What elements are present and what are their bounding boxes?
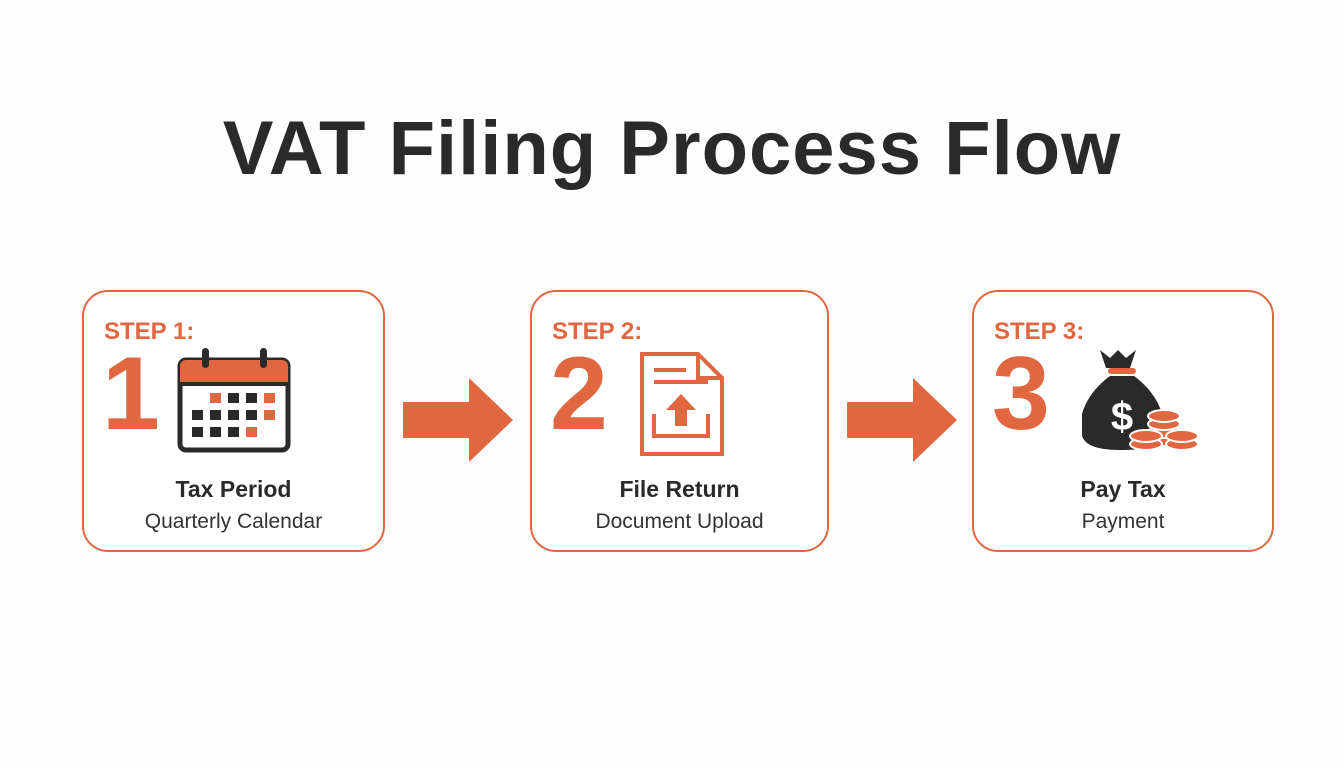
- step-number: 3: [992, 336, 1050, 452]
- step-title: Pay Tax: [1080, 476, 1166, 502]
- step-label: STEP 3:: [994, 318, 1085, 345]
- step-card-2: STEP 2: 2 File Return Document Upload: [530, 290, 829, 552]
- step-subtitle: Document Upload: [595, 510, 764, 533]
- step-card-1: STEP 1: 1 Tax Period Quarterly Calendar: [82, 290, 385, 552]
- step-subtitle: Payment: [1081, 510, 1165, 533]
- calendar-icon: [177, 348, 291, 453]
- step-card-3: STEP 3: 3 $ Pay Tax Payment: [972, 290, 1274, 552]
- arrow-right-icon: [403, 378, 513, 462]
- step-subtitle: Quarterly Calendar: [144, 510, 323, 533]
- step-title: Tax Period: [175, 476, 292, 502]
- step-number: 2: [550, 336, 608, 452]
- step-label: STEP 1:: [104, 318, 195, 345]
- step-title: File Return: [619, 476, 740, 502]
- step-number: 1: [102, 336, 160, 452]
- svg-text:$: $: [1111, 395, 1133, 439]
- document-upload-icon: [640, 352, 724, 456]
- page-title: VAT Filing Process Flow: [222, 106, 1122, 191]
- step-label: STEP 2:: [552, 318, 643, 345]
- money-bag-icon: $: [1082, 350, 1199, 451]
- arrow-right-icon: [847, 378, 957, 462]
